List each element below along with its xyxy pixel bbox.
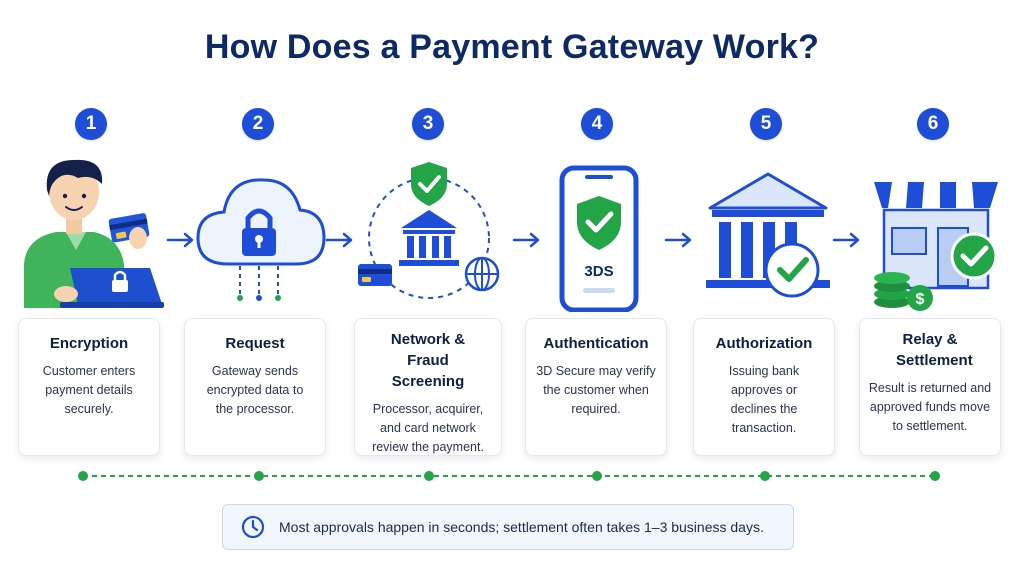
- clock-icon: [241, 515, 265, 539]
- step-title: Network & Fraud Screening: [390, 331, 466, 390]
- step-card-authentication: Authentication 3D Secure may verify the …: [525, 318, 667, 456]
- step-description: Processor, acquirer, and card network re…: [372, 402, 484, 454]
- step-4-number-badge: 4: [581, 108, 613, 140]
- store-coins-check-icon: $: [874, 182, 998, 311]
- progress-timeline: [78, 471, 940, 481]
- step-6-number-badge: 6: [917, 108, 949, 140]
- step-card-encryption: Encryption Customer enters payment detai…: [18, 318, 160, 456]
- bank-check-icon: [706, 172, 830, 298]
- step-description: Result is returned and approved funds mo…: [868, 381, 992, 433]
- step-card-authorization: Authorization Issuing bank approves or d…: [693, 318, 835, 456]
- step-5-number-badge: 5: [750, 108, 782, 140]
- page-title: How Does a Payment Gateway Work?: [204, 28, 820, 66]
- step-card-network-fraud-screening: Network & Fraud Screening Processor, acq…: [354, 318, 502, 456]
- step-description: 3D Secure may verify the customer when r…: [536, 364, 656, 416]
- flow-arrow-3: [512, 232, 540, 248]
- customer-laptop-card-icon: [24, 159, 164, 308]
- flow-arrow-5: [832, 232, 860, 248]
- step-title: Authentication: [543, 335, 649, 352]
- network-bank-shield-icon: [358, 162, 500, 299]
- flow-arrow-2: [325, 232, 353, 248]
- step-title: Authorization: [715, 335, 813, 352]
- flow-arrow-4: [664, 232, 692, 248]
- step-card-relay-settlement: Relay & Settlement Result is returned an…: [859, 318, 1001, 456]
- step-title: Encryption: [49, 335, 129, 352]
- step-2-number-badge: 2: [242, 108, 274, 140]
- step-description: Gateway sends encrypted data to the proc…: [206, 364, 304, 416]
- cloud-lock-icon: [196, 178, 326, 301]
- step-description: Issuing bank approves or declines the tr…: [728, 364, 800, 435]
- flow-arrow-1: [166, 232, 194, 248]
- timing-note: Most approvals happen in seconds; settle…: [222, 504, 794, 550]
- step-title: Request: [225, 335, 285, 352]
- svg-text:$: $: [916, 291, 925, 308]
- step-1-number-badge: 1: [75, 108, 107, 140]
- step-description: Customer enters payment details securely…: [42, 364, 136, 416]
- timing-note-text: Most approvals happen in seconds; settle…: [279, 519, 764, 535]
- phone-3ds-label: 3DS: [584, 263, 613, 280]
- step-title: Relay & Settlement: [896, 331, 973, 369]
- step-3-number-badge: 3: [412, 108, 444, 140]
- step-card-request: Request Gateway sends encrypted data to …: [184, 318, 326, 456]
- phone-shield-icon: 3DS: [559, 165, 639, 312]
